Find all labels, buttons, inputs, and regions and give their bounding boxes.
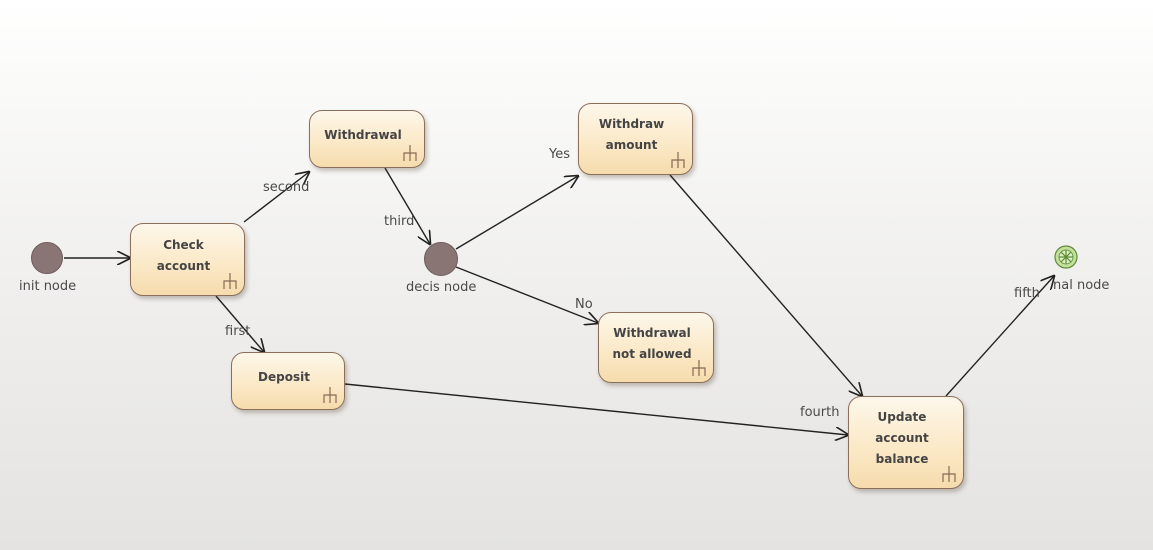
- action-check-account-label: Check account: [156, 237, 211, 273]
- action-withdrawal[interactable]: Withdrawal: [309, 110, 425, 168]
- action-deposit[interactable]: Deposit: [231, 352, 345, 410]
- action-withdrawal-label: Withdrawal: [324, 127, 402, 142]
- edge-label-yes: Yes: [549, 147, 570, 162]
- action-withdraw-amount[interactable]: Withdraw amount: [578, 103, 693, 175]
- edge-label-third: third: [384, 214, 415, 229]
- action-deposit-label: Deposit: [258, 369, 310, 384]
- edge-label-fifth: fifth: [1014, 286, 1040, 301]
- edge-label-second: second: [263, 180, 310, 195]
- edge-fifth[interactable]: [945, 276, 1054, 397]
- edge-third[interactable]: [384, 167, 430, 244]
- final-node-asterisk-icon: [1059, 250, 1073, 264]
- edge-label-no: No: [575, 297, 593, 312]
- decision-node[interactable]: [424, 242, 458, 276]
- edge-no[interactable]: [455, 266, 598, 323]
- edge-withdraw-amount-to-update[interactable]: [669, 174, 862, 396]
- action-withdraw-amount-label: Withdraw amount: [598, 117, 665, 152]
- final-node-label: nal node: [1053, 278, 1110, 293]
- edge-first[interactable]: [215, 295, 264, 352]
- action-withdrawal-not-allowed[interactable]: Withdrawal not allowed: [598, 312, 714, 383]
- edge-yes[interactable]: [455, 176, 578, 250]
- initial-node-label: init node: [19, 279, 77, 294]
- final-node[interactable]: [1054, 245, 1078, 269]
- edge-deposit-to-update[interactable]: [344, 383, 848, 435]
- call-behavior-rake-icon: [323, 387, 337, 403]
- initial-node[interactable]: [31, 242, 63, 274]
- edge-label-first: first: [225, 324, 251, 339]
- edge-label-fourth: fourth: [800, 405, 840, 420]
- call-behavior-rake-icon: [223, 273, 237, 289]
- action-check-account[interactable]: Check account: [130, 223, 245, 296]
- action-update-account-balance-label: Update account balance: [875, 410, 929, 466]
- decision-node-label: decis node: [406, 280, 477, 295]
- edge-second[interactable]: [243, 172, 309, 223]
- call-behavior-rake-icon: [671, 152, 685, 168]
- call-behavior-rake-icon: [403, 145, 417, 161]
- call-behavior-rake-icon: [942, 466, 956, 482]
- call-behavior-rake-icon: [692, 360, 706, 376]
- action-withdrawal-not-allowed-label: Withdrawal not allowed: [612, 325, 692, 361]
- action-update-account-balance[interactable]: Update account balance: [848, 396, 964, 489]
